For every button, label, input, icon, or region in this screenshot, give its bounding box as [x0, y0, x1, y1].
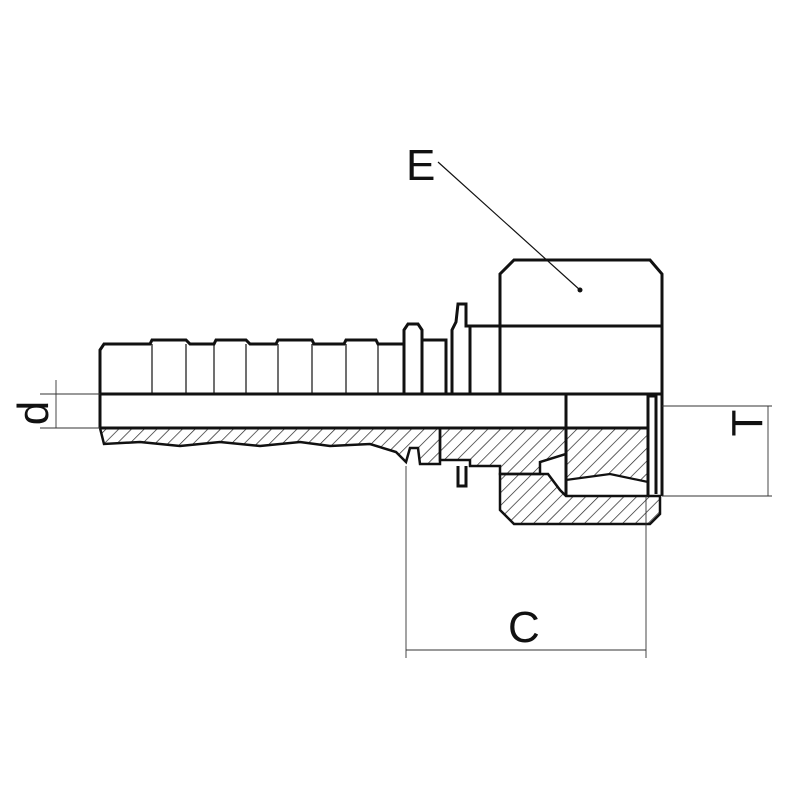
fitting-outline	[98, 258, 664, 496]
body-section-hatch	[98, 426, 442, 466]
collar-outline	[402, 322, 424, 394]
nut-outline	[498, 258, 664, 394]
ring-outline-lower	[456, 466, 468, 488]
nut-end-face	[646, 394, 664, 496]
leader-e-dot	[577, 287, 583, 293]
label-e: E	[406, 141, 435, 190]
neck-outline	[422, 338, 448, 394]
label-d: d	[9, 401, 58, 425]
leader-e	[437, 161, 583, 293]
dimension-d	[40, 380, 100, 429]
seat-section-hatch	[564, 426, 650, 484]
label-t: T	[723, 410, 772, 437]
shoulder-outline	[470, 324, 502, 394]
leader-e-line	[437, 161, 581, 291]
nut-section-hatch	[498, 472, 662, 526]
ring-outline	[450, 302, 472, 394]
hose-tail-outline	[98, 338, 404, 428]
dimension-c	[405, 466, 647, 658]
dimension-t	[662, 405, 772, 497]
label-c: C	[508, 603, 540, 652]
section-hatching	[98, 426, 662, 526]
